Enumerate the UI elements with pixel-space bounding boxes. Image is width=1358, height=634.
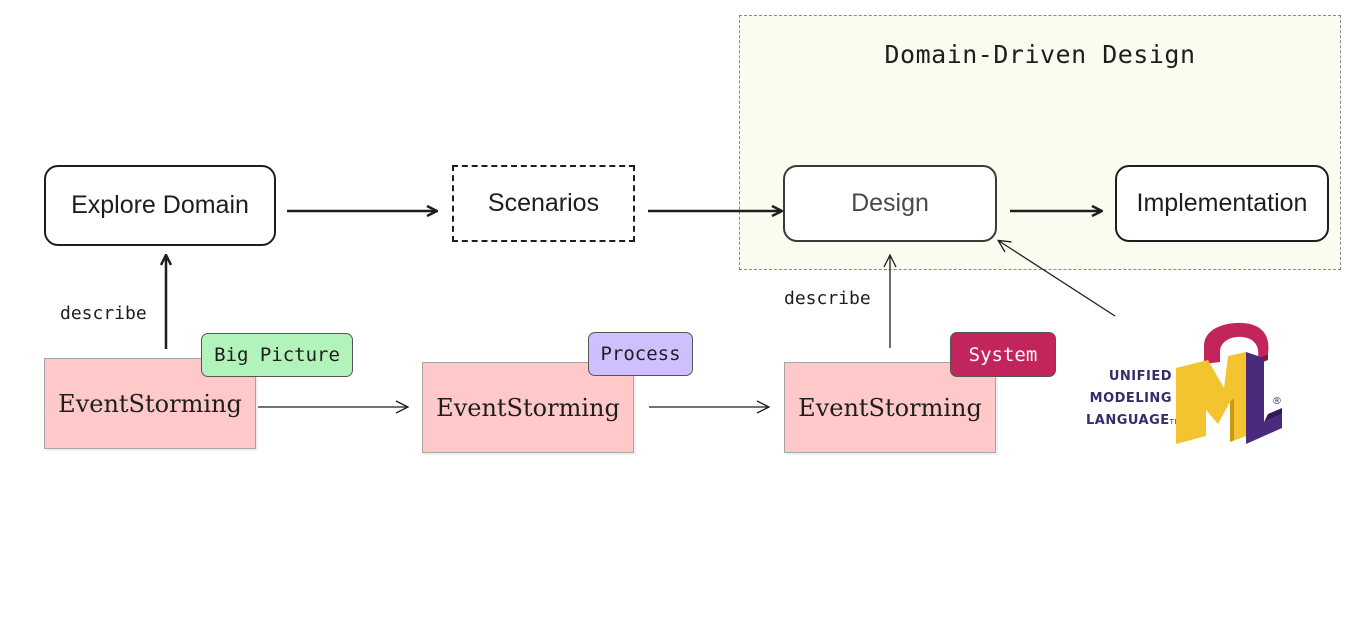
eventstorming-label: EventStorming <box>436 393 620 422</box>
uml-text-line3: LANGUAGETM <box>1086 413 1181 428</box>
eventstorming-label: EventStorming <box>58 389 242 418</box>
design-label: Design <box>851 189 929 217</box>
eventstorming-process: EventStorming <box>422 362 634 453</box>
tag-big-picture-label: Big Picture <box>214 344 340 366</box>
uml-text-line1: UNIFIED <box>1108 369 1172 384</box>
ddd-region-title: Domain-Driven Design <box>884 40 1196 69</box>
scenarios-label: Scenarios <box>487 189 600 217</box>
design-box: Design <box>783 165 997 242</box>
tag-process: Process <box>588 332 693 376</box>
uml-tm-mark: TM <box>1169 418 1181 426</box>
explore-domain-box: Explore Domain <box>44 165 276 246</box>
uml-registered-mark: ® <box>1272 396 1282 407</box>
implementation-label: Implementation <box>1136 189 1308 217</box>
implementation-box: Implementation <box>1115 165 1329 242</box>
arrow-uml-to-design <box>999 241 1116 317</box>
uml-text-line2: MODELING <box>1089 391 1172 406</box>
tag-process-label: Process <box>600 343 681 365</box>
explore-domain-label: Explore Domain <box>71 191 249 219</box>
tag-system-label: System <box>968 343 1038 366</box>
uml-logo-icon: ® <box>1176 322 1282 444</box>
eventstorming-label: EventStorming <box>798 393 982 422</box>
scenarios-box: Scenarios <box>452 165 635 242</box>
describe-label-right: describe <box>784 288 871 309</box>
describe-label-left: describe <box>60 303 147 324</box>
tag-system: System <box>950 332 1056 377</box>
tag-big-picture: Big Picture <box>201 333 353 377</box>
eventstorming-system: EventStorming <box>784 362 996 453</box>
uml-logo-text: UNIFIED MODELING LANGUAGETM <box>1086 366 1181 433</box>
